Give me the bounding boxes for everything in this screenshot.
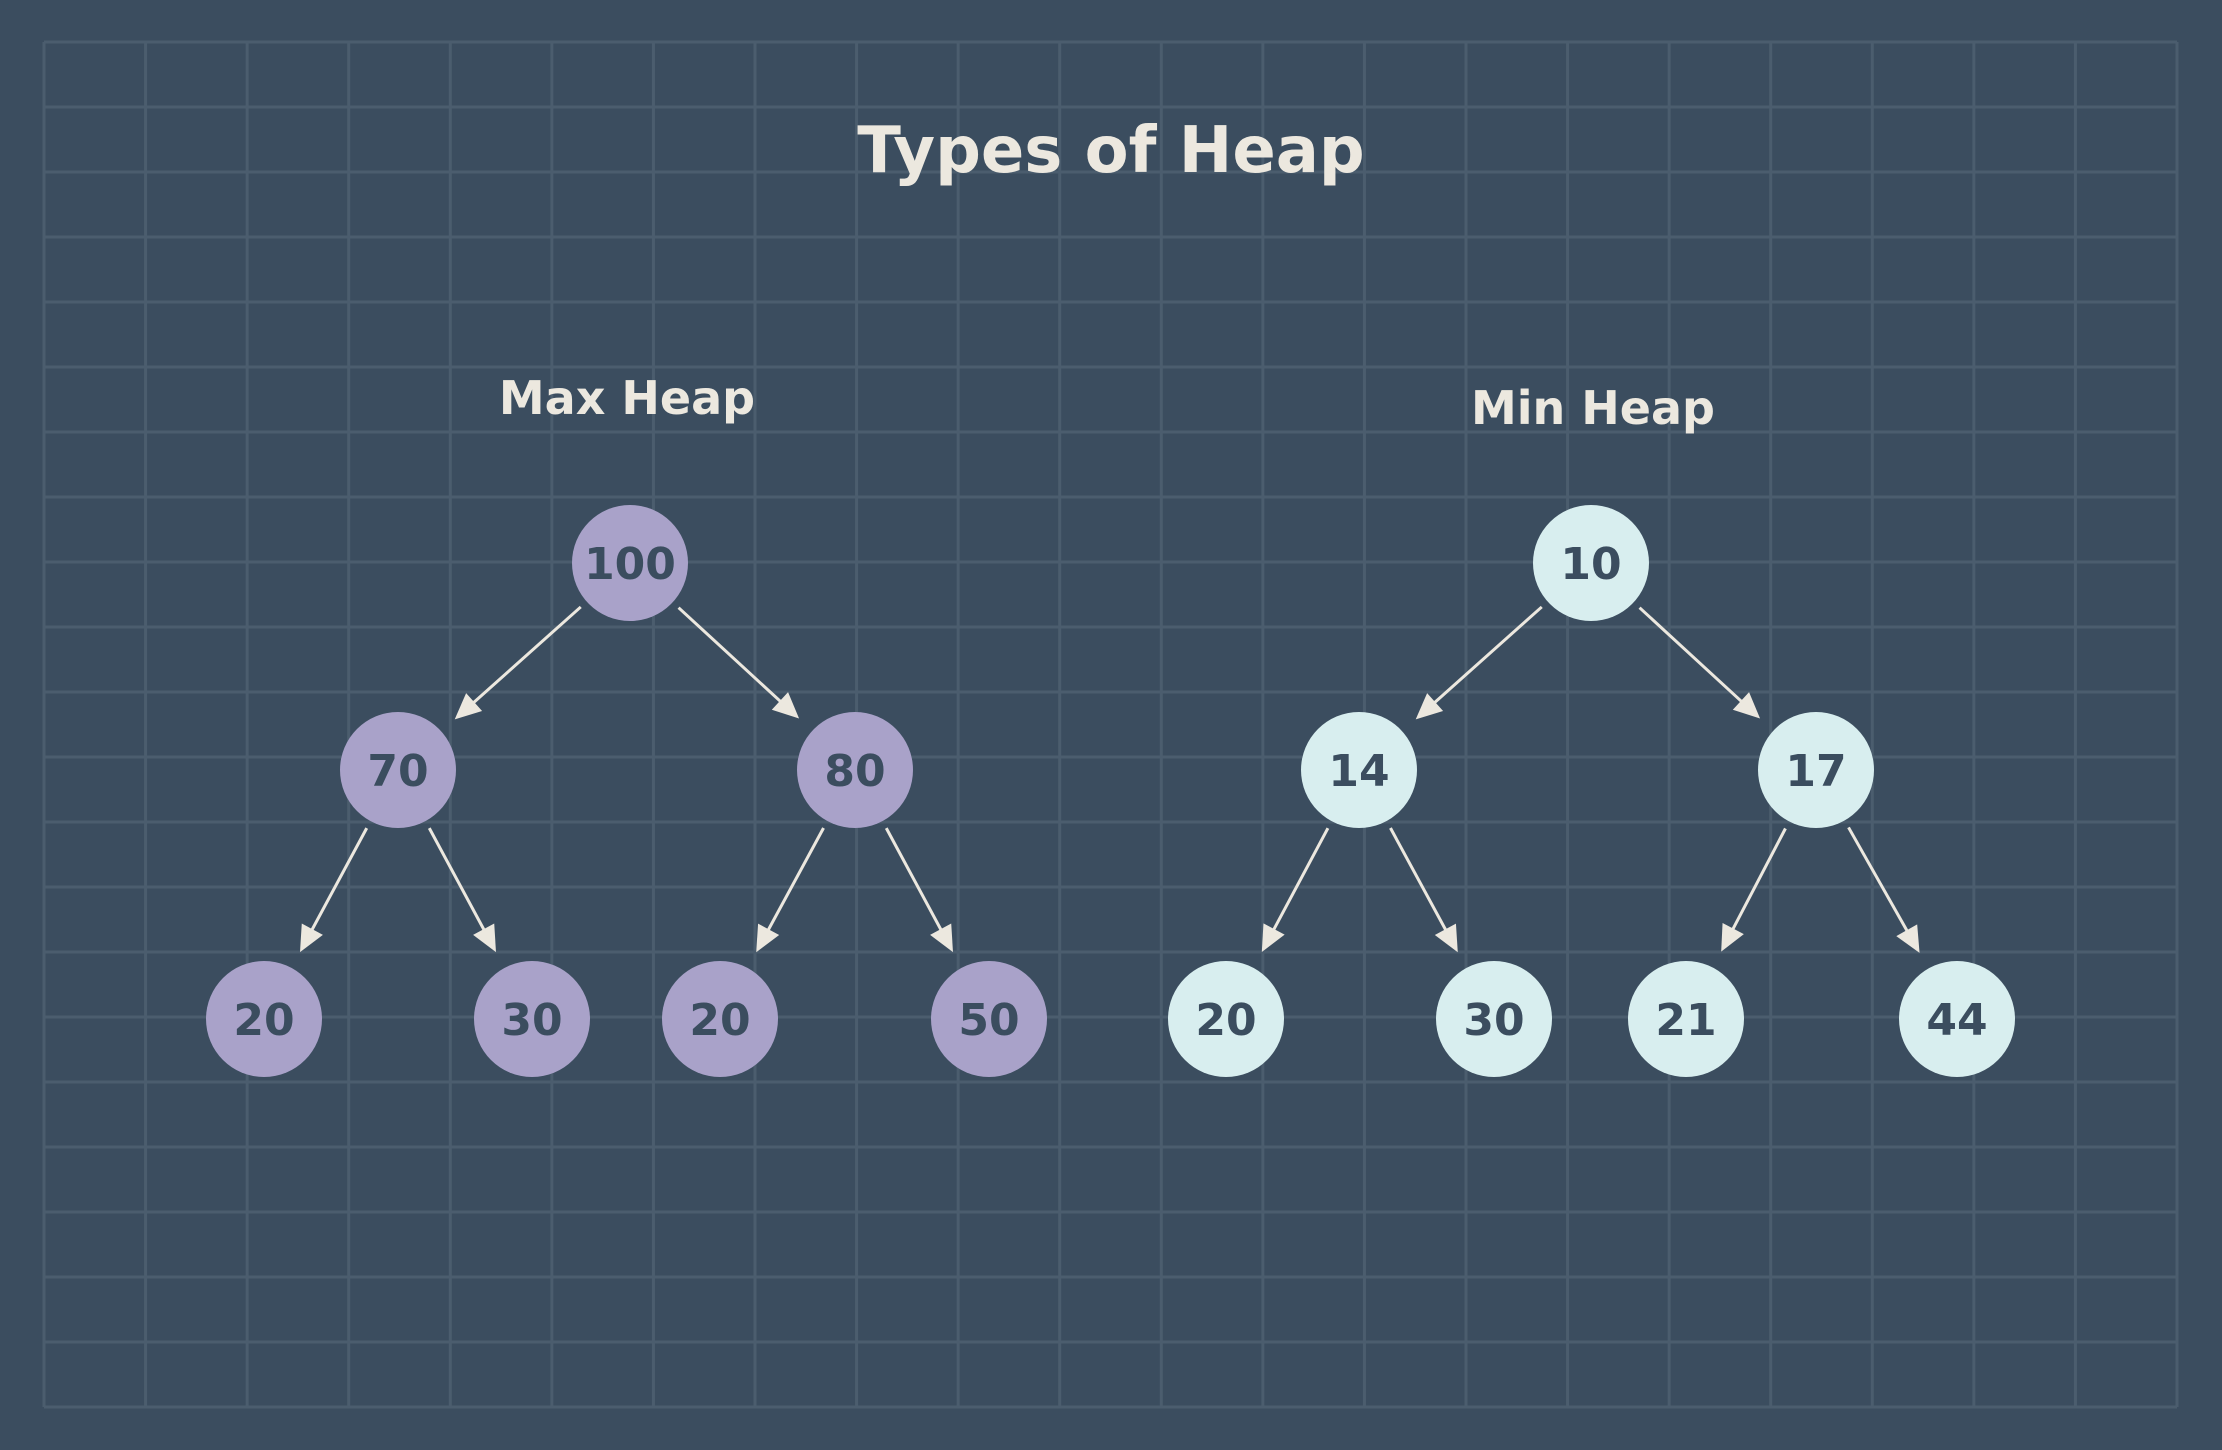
- edge-arrowhead: [756, 923, 780, 953]
- min-heap-leaf-node-circle: [1168, 961, 1284, 1077]
- max-heap-level1-node-value: 80: [824, 746, 885, 797]
- max-heap-leaf-node-value: 20: [689, 995, 750, 1046]
- max-heap-root-node-value: 100: [584, 539, 676, 590]
- min-heap-level1-node-circle: [1758, 712, 1874, 828]
- edge-arrowhead: [771, 692, 800, 719]
- min-heap-level1-node-value: 14: [1328, 746, 1389, 797]
- edge-arrowhead: [454, 693, 483, 720]
- max-heap-leaf-node-circle: [662, 961, 778, 1077]
- min-heap-leaf-node-value: 21: [1655, 995, 1716, 1046]
- min-heap-root-node-value: 10: [1560, 539, 1621, 590]
- edge-line: [1389, 827, 1453, 941]
- max-heap-leaf-node-circle: [931, 961, 1047, 1077]
- edge-arrowhead: [1896, 924, 1920, 953]
- edge-arrowhead: [930, 923, 953, 953]
- max-heap-level1-node-value: 70: [367, 746, 428, 797]
- edge-line: [1726, 827, 1787, 940]
- min-heap-leaf-node-value: 30: [1463, 995, 1524, 1046]
- edge-arrowhead: [473, 923, 496, 953]
- min-heap-leaf-node-value: 20: [1195, 995, 1256, 1046]
- edge-line: [427, 827, 491, 941]
- edge-line: [761, 827, 825, 941]
- min-heap-label: Min Heap: [1471, 381, 1715, 435]
- edge-line: [1425, 605, 1543, 712]
- max-heap-leaf-node-circle: [474, 961, 590, 1077]
- max-heap-leaf-node-value: 50: [958, 995, 1019, 1046]
- min-heap-leaf-node-circle: [1899, 961, 2015, 1077]
- max-heap-label: Max Heap: [499, 371, 755, 425]
- max-heap-tree: 100 70 20 30 80 20 50: [206, 505, 1047, 1077]
- edge-line: [884, 827, 948, 941]
- max-heap-leaf-node-value: 20: [233, 995, 294, 1046]
- edge-arrowhead: [1434, 923, 1458, 953]
- edge-line: [1847, 826, 1914, 942]
- min-heap-level1-node-circle: [1301, 712, 1417, 828]
- edge-line: [464, 605, 582, 712]
- edge-line: [1267, 827, 1330, 941]
- max-heap-root-node-circle: [572, 505, 688, 621]
- edge-arrowhead: [1415, 693, 1444, 720]
- max-heap-level1-node-circle: [797, 712, 913, 828]
- max-heap-leaf-node-circle: [206, 961, 322, 1077]
- min-heap-level1-node-value: 17: [1785, 746, 1846, 797]
- background-grid: [42, 40, 2179, 1409]
- diagram-title: Types of Heap: [857, 114, 1364, 188]
- min-heap-root-node-circle: [1533, 505, 1649, 621]
- min-heap-leaf-node-circle: [1628, 961, 1744, 1077]
- min-heap-leaf-node-value: 44: [1926, 995, 1987, 1046]
- edge-arrowhead: [1721, 923, 1744, 952]
- edge-arrowhead: [1732, 692, 1761, 719]
- edge-arrowhead: [300, 923, 323, 953]
- edge-line: [677, 606, 790, 711]
- edge-line: [305, 827, 369, 941]
- min-heap-tree: 10 14 20 30 17 21 44: [1168, 505, 2015, 1077]
- edge-arrowhead: [1261, 923, 1285, 952]
- max-heap-level1-node-circle: [340, 712, 456, 828]
- edge-line: [1638, 606, 1751, 711]
- min-heap-leaf-node-circle: [1436, 961, 1552, 1077]
- max-heap-leaf-node-value: 30: [501, 995, 562, 1046]
